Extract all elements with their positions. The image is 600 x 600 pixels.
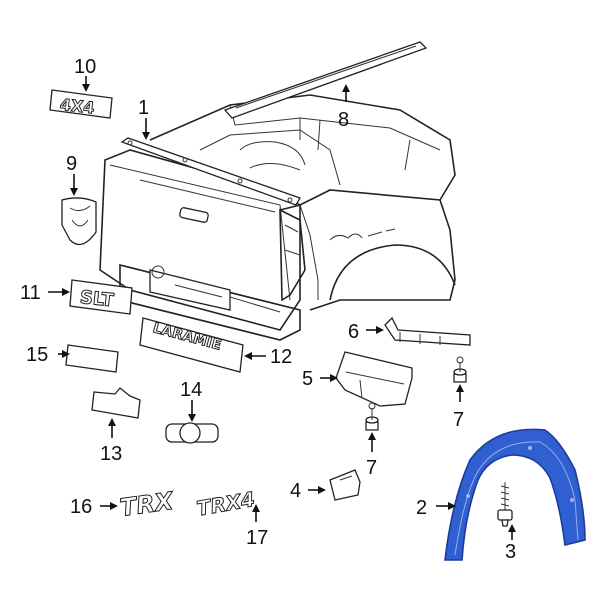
- callout-1: 1: [138, 97, 149, 119]
- callout-6: 6: [348, 321, 359, 343]
- callout-13: 13: [100, 443, 122, 465]
- callout-7-upper: 7: [453, 409, 464, 431]
- callout-5: 5: [302, 368, 313, 390]
- callout-16: 16: [70, 496, 92, 518]
- badge-trx4: TRX4: [194, 486, 257, 521]
- fender-flare-highlighted: [444, 428, 586, 561]
- callout-9: 9: [66, 153, 77, 175]
- callout-7-lower: 7: [366, 457, 377, 479]
- adhesive-pad: [65, 344, 119, 373]
- callout-17: 17: [246, 527, 268, 549]
- emblem-bracket: [91, 387, 141, 419]
- callout-3: 3: [505, 541, 516, 563]
- leader-lines: [48, 76, 516, 540]
- callout-labels: 1 2 3 4 5 6 7 7 8 9 10 11 12 13 14 15 16…: [20, 56, 516, 563]
- ram-head-emblem: [61, 197, 97, 246]
- callout-10: 10: [74, 56, 96, 78]
- badge-4x4: 4X4: [49, 89, 113, 119]
- push-pin-lower: [365, 402, 379, 431]
- push-pin-upper: [453, 356, 467, 383]
- flare-retainer: [384, 316, 471, 346]
- flare-screw: [497, 482, 513, 527]
- truck-bed-illustration: [99, 41, 456, 341]
- badge-slt-text: SLT: [79, 287, 115, 311]
- callout-12: 12: [270, 346, 292, 368]
- badge-trx-text: TRX: [118, 487, 176, 522]
- badge-trx4-text: TRX4: [195, 487, 257, 521]
- callout-15: 15: [26, 344, 48, 366]
- fender-flare-shape: [444, 428, 586, 561]
- badge-4x4-text: 4X4: [59, 95, 95, 118]
- callout-11: 11: [20, 282, 41, 304]
- badge-slt: SLT: [69, 279, 133, 315]
- badge-trx: TRX: [118, 486, 177, 522]
- round-emblem: [165, 422, 219, 444]
- flare-bracket: [335, 351, 413, 407]
- callout-14: 14: [180, 379, 202, 401]
- callout-2: 2: [416, 497, 427, 519]
- callout-4: 4: [290, 480, 301, 502]
- flare-clip: [329, 469, 361, 501]
- callout-8: 8: [338, 109, 349, 131]
